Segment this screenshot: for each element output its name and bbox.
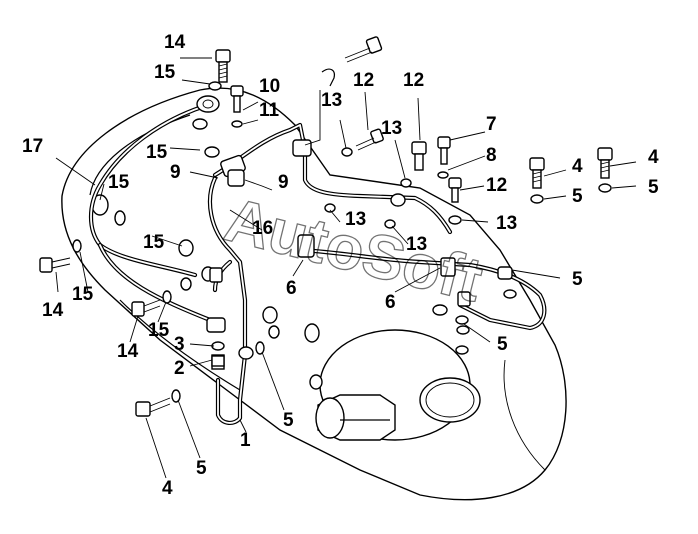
- callout-2: 10: [259, 76, 280, 97]
- bolt-4-right-a: [529, 157, 545, 189]
- callout-20: 15: [146, 142, 168, 163]
- callout-5: 13: [321, 90, 342, 111]
- callout-7: 13: [381, 118, 402, 139]
- callout-10: 4: [572, 156, 583, 177]
- bolt-4-right-b: [597, 147, 613, 179]
- callout-25: 6: [286, 278, 297, 299]
- callout-14: 12: [486, 175, 507, 196]
- pipe-fittings: [196, 95, 513, 370]
- clip-13-top: [321, 68, 335, 87]
- callout-19: 9: [278, 172, 289, 193]
- callout-labels: 14 15 10 11 12 13 12 13 7 8 4 4 5 5 12 1…: [22, 32, 659, 499]
- washer-13-f: [390, 193, 406, 207]
- callout-27: 5: [572, 269, 583, 290]
- washer-11: [231, 120, 243, 128]
- callout-30: 15: [72, 284, 94, 305]
- washer-15-d: [180, 277, 192, 291]
- callout-21: 13: [345, 209, 366, 230]
- washer-13-b: [400, 178, 412, 188]
- callout-34: 2: [174, 358, 185, 379]
- washer-15-lower: [162, 290, 172, 304]
- callout-1: 15: [154, 62, 176, 83]
- bolt-14-left: [39, 257, 71, 273]
- washer-5-c: [503, 289, 517, 299]
- washer-8: [437, 171, 449, 179]
- washer-5-mid: [255, 341, 265, 355]
- washer-13-d: [324, 203, 336, 213]
- callout-4: 12: [353, 70, 374, 91]
- callout-31: 15: [148, 320, 170, 341]
- washer-13-c: [448, 215, 462, 225]
- bolt-14-top: [215, 49, 231, 83]
- callout-36: 1: [240, 430, 251, 451]
- bolt-7: [437, 136, 451, 165]
- callout-16: 17: [22, 136, 43, 157]
- callout-3: 11: [259, 100, 280, 121]
- washer-15-b: [204, 146, 220, 158]
- leader-lines: [55, 57, 637, 479]
- callout-0: 14: [164, 32, 186, 53]
- callout-33: 3: [174, 334, 185, 355]
- washer-15-c: [114, 210, 126, 226]
- bolt-12-right: [411, 141, 427, 171]
- housing-bosses: [91, 194, 470, 390]
- callout-13: 5: [648, 177, 659, 198]
- callout-38: 4: [162, 478, 173, 499]
- bolt-12-lower: [448, 177, 462, 203]
- callout-26: 6: [385, 292, 396, 313]
- callout-32: 14: [117, 341, 139, 362]
- callout-8: 7: [486, 114, 497, 135]
- callout-18: 9: [170, 162, 181, 183]
- washer-13-a: [341, 147, 353, 157]
- bolt-12-horizontal: [344, 36, 383, 63]
- callout-23: 16: [252, 218, 273, 239]
- callout-37: 5: [196, 458, 207, 479]
- callout-24: 13: [406, 234, 427, 255]
- washer-5-d: [455, 315, 469, 325]
- bolt-12-mid: [355, 128, 384, 151]
- callout-17: 15: [108, 172, 130, 193]
- fitting-2: [211, 355, 225, 367]
- callout-22: 15: [143, 232, 165, 253]
- callout-12: 5: [572, 186, 583, 207]
- washer-5-bottom: [171, 389, 181, 403]
- callout-28: 5: [497, 334, 508, 355]
- callout-6: 12: [403, 70, 424, 91]
- washer-15-top: [208, 81, 222, 91]
- bolt-10: [230, 85, 244, 113]
- bolts: [39, 36, 613, 417]
- callout-29: 14: [42, 300, 64, 321]
- bolt-4-bottom: [135, 397, 171, 417]
- washer-15-a: [192, 118, 208, 130]
- callout-11: 4: [648, 147, 659, 168]
- callout-35: 5: [283, 410, 294, 431]
- washer-15-left: [72, 239, 82, 253]
- washer-5-a: [530, 194, 544, 204]
- callout-9: 8: [486, 145, 497, 166]
- callout-15: 13: [496, 213, 517, 234]
- washer-5-b: [598, 183, 612, 193]
- gear-housing: [61, 87, 567, 501]
